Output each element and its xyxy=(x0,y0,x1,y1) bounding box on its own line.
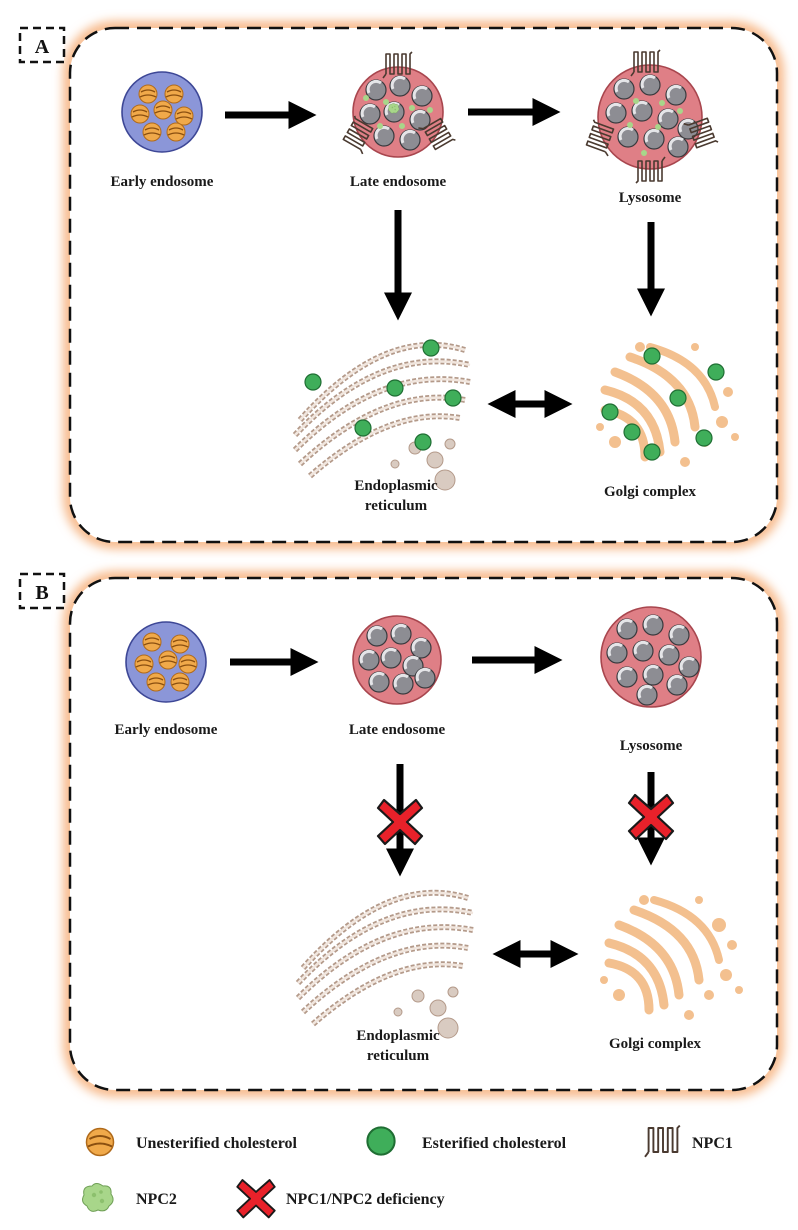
panel-a-frame xyxy=(68,26,779,544)
legend-unesterified-icon xyxy=(85,1127,115,1157)
panel-a-tag xyxy=(18,26,66,64)
label-er-line1-a: Endoplasmic xyxy=(354,478,438,494)
label-er-line2-a: reticulum xyxy=(365,498,428,514)
label-er-line1-b: Endoplasmic xyxy=(356,1028,440,1044)
panel-a: A Early endosome Late endosome xyxy=(18,21,784,549)
label-late-endosome-a: Late endosome xyxy=(350,174,447,190)
lysosome-a xyxy=(582,49,719,184)
early-endosome-a xyxy=(121,71,203,153)
early-endosome-b xyxy=(125,621,207,703)
late-endosome-b xyxy=(352,615,442,705)
panel-a-letter: A xyxy=(35,36,50,58)
label-golgi-a: Golgi complex xyxy=(604,484,697,500)
label-lysosome-a: Lysosome xyxy=(619,190,682,206)
label-er-line2-b: reticulum xyxy=(367,1048,430,1064)
panel-b-frame xyxy=(68,576,779,1092)
legend-deficiency-label: NPC1/NPC2 deficiency xyxy=(286,1191,445,1208)
legend-npc1-label: NPC1 xyxy=(692,1135,733,1152)
legend-unesterified-label: Unesterified cholesterol xyxy=(136,1135,298,1152)
label-golgi-b: Golgi complex xyxy=(609,1036,702,1052)
panel-b-letter: B xyxy=(35,582,48,604)
legend-npc1-icon xyxy=(644,1124,681,1158)
label-early-endosome-a: Early endosome xyxy=(111,174,214,190)
label-lysosome-b: Lysosome xyxy=(620,738,683,754)
legend-esterified-icon xyxy=(366,1126,396,1156)
legend-deficiency-icon xyxy=(236,1179,276,1219)
lysosome-b xyxy=(600,606,702,708)
late-endosome-a xyxy=(339,51,457,158)
legend: Unesterified cholesterol Esterified chol… xyxy=(82,1124,733,1219)
panel-b: B Early endosome Late endosome Lysosome xyxy=(18,571,784,1097)
legend-npc2-label: NPC2 xyxy=(136,1191,177,1208)
label-early-endosome-b: Early endosome xyxy=(115,722,218,738)
legend-esterified-label: Esterified cholesterol xyxy=(422,1135,567,1152)
label-late-endosome-b: Late endosome xyxy=(349,722,446,738)
legend-npc2-icon xyxy=(82,1183,114,1212)
panel-b-tag xyxy=(18,572,66,610)
